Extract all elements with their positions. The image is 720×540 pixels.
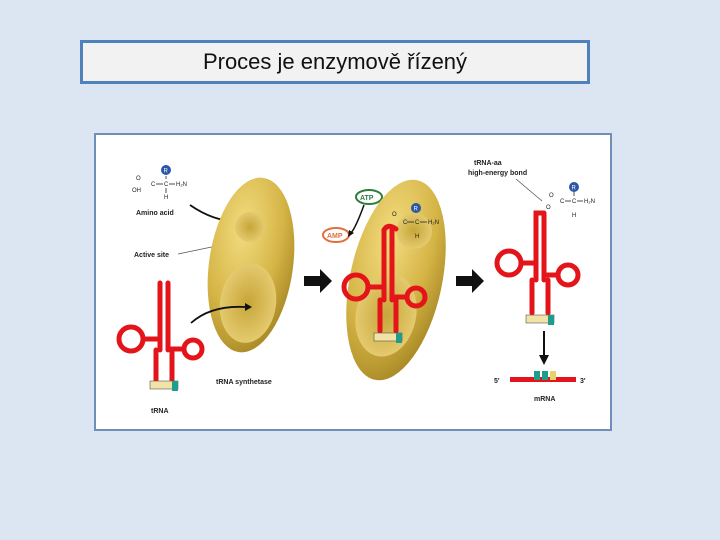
active-site-label: Active site — [134, 252, 169, 259]
amine-label-middle: H₂N — [428, 220, 439, 226]
to-mrna-arrowhead-icon — [539, 355, 549, 365]
amino-acid-structure: R O OH C C H₂N H — [132, 165, 187, 201]
enzyme-complex — [346, 179, 446, 381]
trna-label: tRNA — [151, 408, 169, 415]
trna-synthetase-enzyme — [207, 177, 295, 353]
r-label-middle: R — [414, 207, 419, 213]
r-label-right: R — [572, 186, 577, 192]
high-energy-bond-label: high-energy bond — [468, 170, 527, 177]
diagram-canvas: R O OH C C H₂N H Amino acid Active site … — [116, 160, 595, 415]
trna-synthetase-label: tRNA synthetase — [216, 379, 272, 386]
trna-in-enzyme — [341, 223, 428, 334]
atp-arrowhead-icon — [348, 230, 354, 237]
alpha-carbon-label-right: C — [572, 199, 577, 205]
atp-label: ATP — [360, 195, 374, 202]
ester-oxygen-label-right: O — [546, 205, 551, 211]
trna-aa-label: tRNA-aa — [474, 160, 502, 167]
oxygen-label-right: O — [549, 193, 554, 199]
step-arrow-2-icon — [456, 269, 484, 293]
bond-pointer — [515, 178, 543, 202]
alpha-carbon-label: C — [164, 182, 169, 188]
carbon-label-right: C — [560, 199, 565, 205]
charged-amino-acid: R O O C C H₂N H — [546, 182, 595, 219]
amino-acid-binding-site — [235, 212, 265, 242]
amine-label-right: H₂N — [584, 199, 595, 205]
amino-acid-label: Amino acid — [136, 210, 174, 217]
trna-arrowhead-icon — [245, 303, 252, 311]
mrna-label: mRNA — [534, 396, 555, 403]
mrna-strand — [510, 371, 576, 382]
slide-title: Proces je enzymově řízený — [202, 49, 468, 74]
slide-title-box: Proces je enzymově řízený — [80, 40, 590, 84]
amine-label: H₂N — [176, 182, 187, 188]
r-label: R — [164, 169, 169, 175]
carbon-label: C — [151, 182, 156, 188]
hydroxyl-label: OH — [132, 188, 141, 194]
trna-molecule — [116, 280, 205, 383]
anticodon-right — [525, 314, 555, 325]
hydrogen-label: H — [164, 195, 168, 201]
carbon-label-middle: C — [403, 220, 408, 226]
trna-charging-diagram: R O OH C C H₂N H Amino acid Active site … — [94, 133, 612, 431]
step-arrow-1-icon — [304, 269, 332, 293]
hydrogen-label-right: H — [572, 213, 576, 219]
atp-to-amp-arrow — [350, 204, 365, 234]
hydrogen-label-middle: H — [415, 234, 419, 240]
five-prime-label: 5' — [494, 378, 500, 385]
alpha-carbon-label-middle: C — [415, 220, 420, 226]
amp-badge: AMP — [322, 227, 350, 243]
oxygen-label-middle: O — [392, 212, 397, 218]
trna-binding-site — [219, 263, 277, 343]
anticodon-middle — [373, 332, 403, 343]
charged-trna — [494, 210, 581, 316]
amp-label: AMP — [327, 233, 343, 240]
anticodon — [149, 380, 179, 391]
r-group-icon — [161, 165, 171, 175]
oxygen-label: O — [136, 176, 141, 182]
trna-arrow — [190, 305, 247, 324]
three-prime-label: 3' — [580, 378, 586, 385]
atp-badge: ATP — [355, 189, 383, 205]
